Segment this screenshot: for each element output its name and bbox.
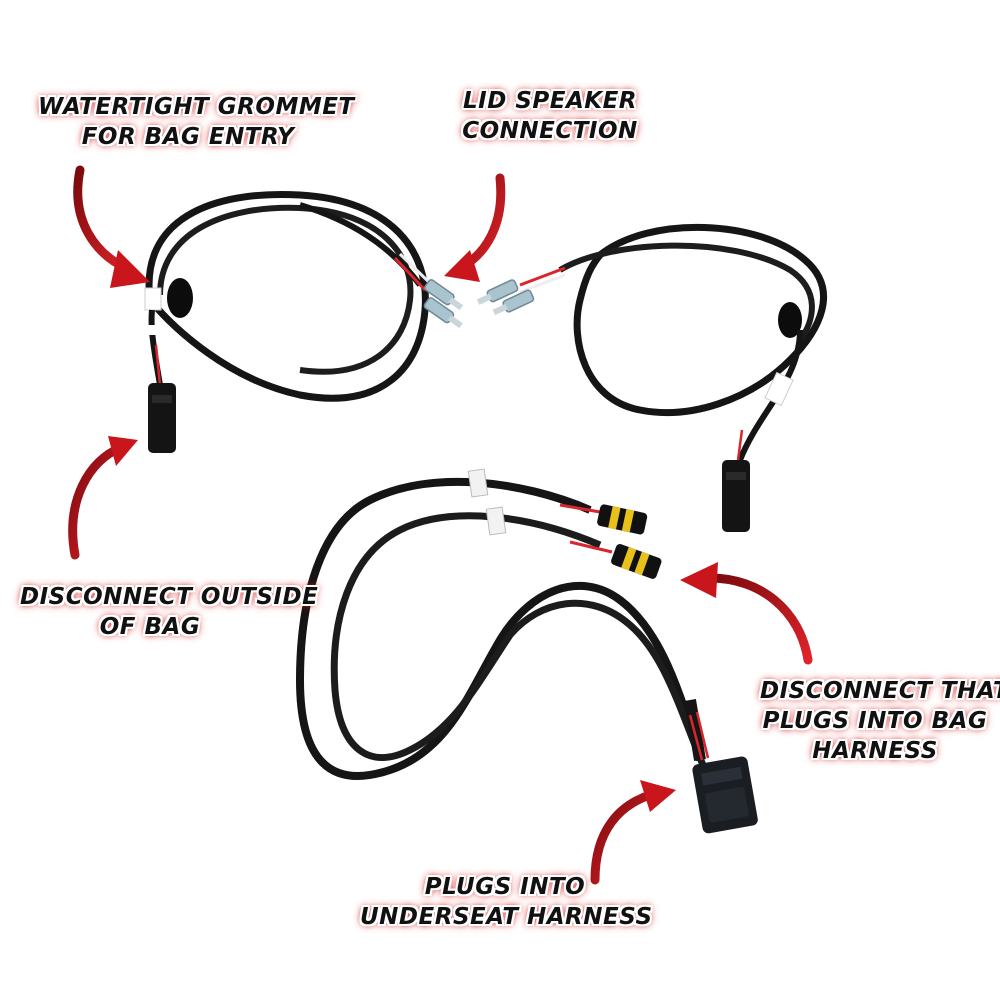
callout-disconnect-bag: DISCONNECT THAT PLUGS INTO BAG HARNESS xyxy=(760,676,1000,766)
callout-underseat-line1: PLUGS INTO xyxy=(424,874,586,900)
callout-lid-speaker-line2: CONNECTION xyxy=(462,118,638,144)
callout-grommet-line1: WATERTIGHT GROMMET xyxy=(38,94,355,120)
callout-disconnect-outside: DISCONNECT OUTSIDE OF BAG xyxy=(20,582,319,642)
callout-underseat-line2: UNDERSEAT HARNESS xyxy=(360,904,653,930)
left-white-label-band xyxy=(144,287,162,311)
arrow-disconnect-outside xyxy=(68,436,138,560)
arrow-disconnect-bag xyxy=(680,562,813,665)
callout-grommet-line2: FOR BAG ENTRY xyxy=(81,124,295,150)
callout-lid-speaker: LID SPEAKER CONNECTION xyxy=(445,86,655,146)
left-connector-red-wire xyxy=(154,344,162,386)
left-loop-cable-outer xyxy=(145,190,429,402)
left-loop-cable-inner xyxy=(157,204,414,375)
bottom-cable-a xyxy=(295,477,704,780)
left-connector-body xyxy=(148,383,176,453)
callout-disconnect-outside-line1: DISCONNECT OUTSIDE xyxy=(20,584,319,610)
right-grommet xyxy=(778,302,802,338)
bottom-white-sleeve-1 xyxy=(467,468,489,498)
right-connector-body xyxy=(722,460,750,532)
left-grommet xyxy=(167,278,193,318)
arrow-underseat xyxy=(590,780,676,885)
arrow-grommet xyxy=(73,165,150,288)
right-white-label-band xyxy=(764,371,794,407)
right-connector-latch xyxy=(726,472,746,480)
right-spade-terminals xyxy=(476,279,535,316)
bottom-harness xyxy=(295,468,758,834)
left-spade-terminals xyxy=(423,279,464,329)
arrow-lid-speaker xyxy=(444,173,506,282)
bottom-cable-b xyxy=(330,512,709,772)
bottom-main-connector xyxy=(692,756,758,834)
left-white-wire xyxy=(398,252,434,287)
bottom-yellow-seal-connector-2 xyxy=(611,543,662,579)
bottom-yellow-seal-connector-1 xyxy=(597,504,648,535)
right-loop-cable-inner xyxy=(558,242,815,342)
right-connector-red-wire xyxy=(736,429,744,461)
left-white-band-2 xyxy=(144,325,158,335)
callout-disconnect-bag-line3: HARNESS xyxy=(812,738,938,764)
bottom-white-sleeve-2 xyxy=(485,506,507,536)
bottom-red-wires-1 xyxy=(559,503,601,514)
left-connector-latch xyxy=(152,395,172,403)
callout-lid-speaker-line1: LID SPEAKER xyxy=(463,88,637,114)
right-white-wire xyxy=(519,273,566,294)
left-speaker-lead xyxy=(299,202,423,287)
left-red-wire xyxy=(393,256,427,292)
left-harness xyxy=(144,190,464,453)
bottom-red-wires-2 xyxy=(569,540,613,554)
right-harness xyxy=(476,224,827,532)
callout-disconnect-outside-line2: OF BAG xyxy=(99,614,201,640)
callout-grommet: WATERTIGHT GROMMET FOR BAG ENTRY xyxy=(38,92,355,152)
callout-underseat: PLUGS INTO UNDERSEAT HARNESS xyxy=(360,872,653,932)
right-red-wire xyxy=(519,266,566,287)
bottom-main-red-wires xyxy=(688,711,710,761)
callout-disconnect-bag-line1: DISCONNECT THAT xyxy=(760,678,1000,704)
callout-disconnect-bag-line2: PLUGS INTO BAG xyxy=(762,708,988,734)
right-loop-cable-outer xyxy=(573,224,827,416)
